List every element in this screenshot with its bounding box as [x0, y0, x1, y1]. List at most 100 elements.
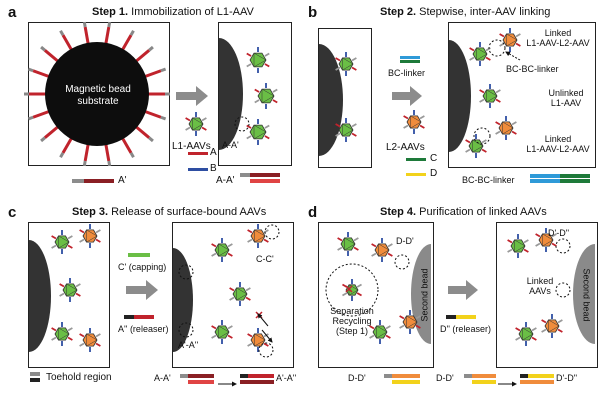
bead-strand [83, 142, 90, 162]
l2-aav-capsid [399, 310, 421, 334]
legend-strand-c-green [406, 158, 426, 161]
l1-aav-capsid [507, 234, 529, 258]
bead-edge-a [219, 38, 243, 150]
eq-c-right-strand [240, 374, 274, 384]
eq-d-c-strand [520, 374, 554, 384]
bead-edge-b-right [449, 40, 471, 152]
highlight-circle-b2 [473, 127, 491, 145]
highlight-circle-c4 [258, 342, 274, 358]
linked-bottom-line-1: Linked [544, 134, 572, 144]
d-releaser-strand [446, 315, 476, 319]
bead-strand-tip [40, 45, 46, 52]
toehold-legend-strand [30, 372, 40, 382]
bc-linker-strand [400, 56, 420, 63]
legend-d-label: D [430, 168, 438, 179]
d-releaser-label: D'' (releaser) [440, 324, 491, 334]
cross-mark [345, 285, 353, 293]
panel-d-title-step: Step 4. [380, 206, 417, 218]
bead-edge-c-left [29, 240, 51, 352]
l1-aav-capsid [337, 232, 359, 256]
bead-strand [32, 69, 51, 79]
capping-label: C' (capping) [118, 262, 167, 272]
panel-c-title: Step 3. Release of surface-bound AAVs [72, 206, 266, 218]
bead-strand-tip [59, 30, 65, 36]
l1-aav-capsid [335, 118, 357, 142]
second-bead-left-label: Second bead [419, 268, 430, 322]
bead-strand [61, 136, 74, 154]
bc-bc-linker-inner-label: BC-BC-linker [506, 64, 559, 74]
process-arrow-a [176, 86, 208, 106]
l2-aav-capsid [247, 328, 269, 352]
panel-a-title-text: Immobilization of L1-AAV [128, 6, 254, 18]
second-bead-right-label: Second bead [581, 268, 592, 322]
legend-strand-a-red [188, 152, 208, 155]
releaser-label: A'' (releaser) [118, 324, 169, 334]
l1-aavs-label: L1-AAVs [172, 141, 211, 152]
bc-linker-label: BC-linker [388, 68, 426, 78]
panel-b-letter: b [308, 4, 318, 21]
bc-bc-linker-bottom-label: BC-BC-linker [462, 175, 515, 185]
eq-c-left-label: A-A' [154, 373, 171, 383]
pointer-arrow-c2 [257, 313, 269, 327]
strand-a-prime [72, 179, 114, 183]
bead-strand-tip [160, 115, 167, 121]
second-bead-left [411, 244, 431, 344]
process-arrow-c [126, 280, 158, 300]
c-c-prime-label: C-C' [256, 254, 274, 264]
toehold-label: Toehold region [46, 372, 112, 383]
bead-strand [104, 142, 111, 162]
second-bead-right [573, 244, 595, 344]
l2-aav-legend-capsid [403, 110, 425, 134]
eq-d-a-label: D-D' [348, 373, 366, 383]
bead-strand-tip [107, 21, 112, 28]
linked-bottom-line-2: L1-AAV-L2-AAV [526, 144, 590, 154]
bead-strand [134, 49, 151, 64]
eq-c-right-label: A'-A'' [276, 373, 297, 383]
bead-strand [143, 69, 162, 79]
highlight-circle-d2 [555, 238, 571, 254]
legend-c-label: C [430, 153, 438, 164]
highlight-circle-a [234, 116, 250, 132]
panel-c-letter: c [8, 204, 17, 221]
highlight-circle-c1 [264, 224, 280, 240]
legend-a-label: A [210, 147, 217, 158]
l1-aav-capsid [369, 320, 391, 344]
l1-aav-capsid [479, 84, 501, 108]
d-prime-d-dprime-label: D'-D'' [548, 228, 570, 238]
a-prime-a-dprime-label: A'-A'' [178, 340, 199, 350]
l1-aav-capsid [51, 230, 73, 254]
linked-aavs-line-1: Linked [526, 276, 554, 286]
process-arrow-b [392, 86, 422, 106]
panel-c-title-text: Release of surface-bound AAVs [108, 206, 267, 218]
d-d-prime-inner-label: D-D' [396, 236, 414, 246]
panel-d-title: Step 4. Purification of linked AAVs [380, 206, 547, 218]
bead-strand [104, 26, 111, 46]
bead-edge-b-left [319, 44, 343, 156]
bead-edge-c-right [173, 248, 193, 352]
magnetic-bead [45, 42, 149, 146]
panel-a-title: Step 1. Immobilization of L1-AAV [92, 6, 254, 18]
eq-c-left-strand [180, 374, 214, 384]
separation-circle [325, 263, 379, 317]
bead-strand [43, 124, 60, 139]
eq-d-a-strand [384, 374, 420, 384]
l1-aav-capsid [246, 119, 270, 145]
legend-strand-b-blue [188, 168, 208, 171]
bead-strand [143, 109, 162, 119]
linked-aavs-label: Linked AAVs [520, 276, 560, 296]
unlinked-line-1: Unlinked [548, 88, 584, 98]
highlight-circle-d3 [555, 282, 571, 298]
l1-aav-capsid [469, 42, 491, 66]
eq-d-c-label: D'-D'' [556, 373, 578, 383]
l2-aav-capsid [371, 238, 393, 262]
panel-b-title: Step 2. Stepwise, inter-AAV linking [380, 6, 550, 18]
bead-label-line-2: substrate [77, 96, 119, 107]
l2-aav-capsid [79, 224, 101, 248]
pointer-arrow-c [261, 329, 273, 343]
strand-a-a-prime [240, 173, 280, 183]
l1-aav-capsid [335, 52, 357, 76]
panel-c-title-step: Step 3. [72, 206, 109, 218]
l1-aav-capsid [465, 134, 487, 158]
magnetic-bead-group [24, 21, 170, 167]
l1-aav-capsid [515, 322, 537, 346]
